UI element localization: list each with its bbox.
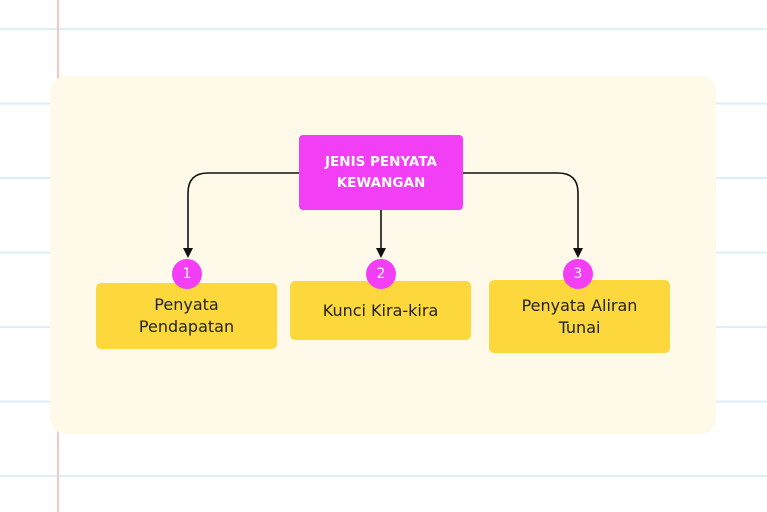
child-node-label: Penyata Pendapatan [138, 295, 235, 336]
child-node-penyata-aliran-tunai: Penyata Aliran Tunai [489, 280, 670, 353]
number-badge-3: 3 [563, 259, 593, 289]
child-node-penyata-pendapatan: Penyata Pendapatan [96, 283, 277, 349]
number-badge-2: 2 [366, 259, 396, 289]
number-badge-1: 1 [172, 259, 202, 289]
child-node-label: Kunci Kira-kira [322, 300, 439, 320]
child-node-label: Penyata Aliran Tunai [521, 295, 638, 337]
connector-left [183, 172, 299, 258]
connector-right [463, 172, 583, 258]
root-node: JENIS PENYATA KEWANGAN [299, 135, 463, 210]
child-node-kunci-kira-kira: Kunci Kira-kira [290, 281, 471, 340]
